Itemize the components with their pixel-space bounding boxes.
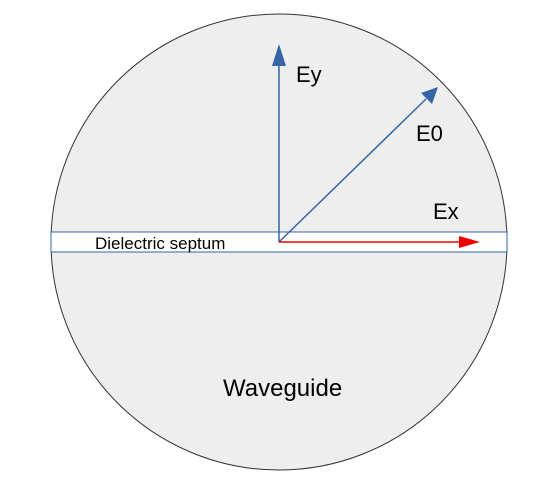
waveguide-label: Waveguide: [223, 375, 342, 402]
e0-arrowhead: [421, 87, 438, 104]
ex-label: Ex: [433, 199, 459, 224]
ey-label: Ey: [296, 62, 322, 87]
ex-arrowhead: [459, 236, 480, 248]
ey-vector: [272, 44, 286, 242]
septum-label: Dielectric septum: [95, 234, 225, 253]
ex-vector: [279, 236, 480, 248]
e0-label: E0: [416, 121, 443, 146]
ey-arrowhead: [272, 44, 286, 66]
e0-vector: [278, 87, 438, 243]
